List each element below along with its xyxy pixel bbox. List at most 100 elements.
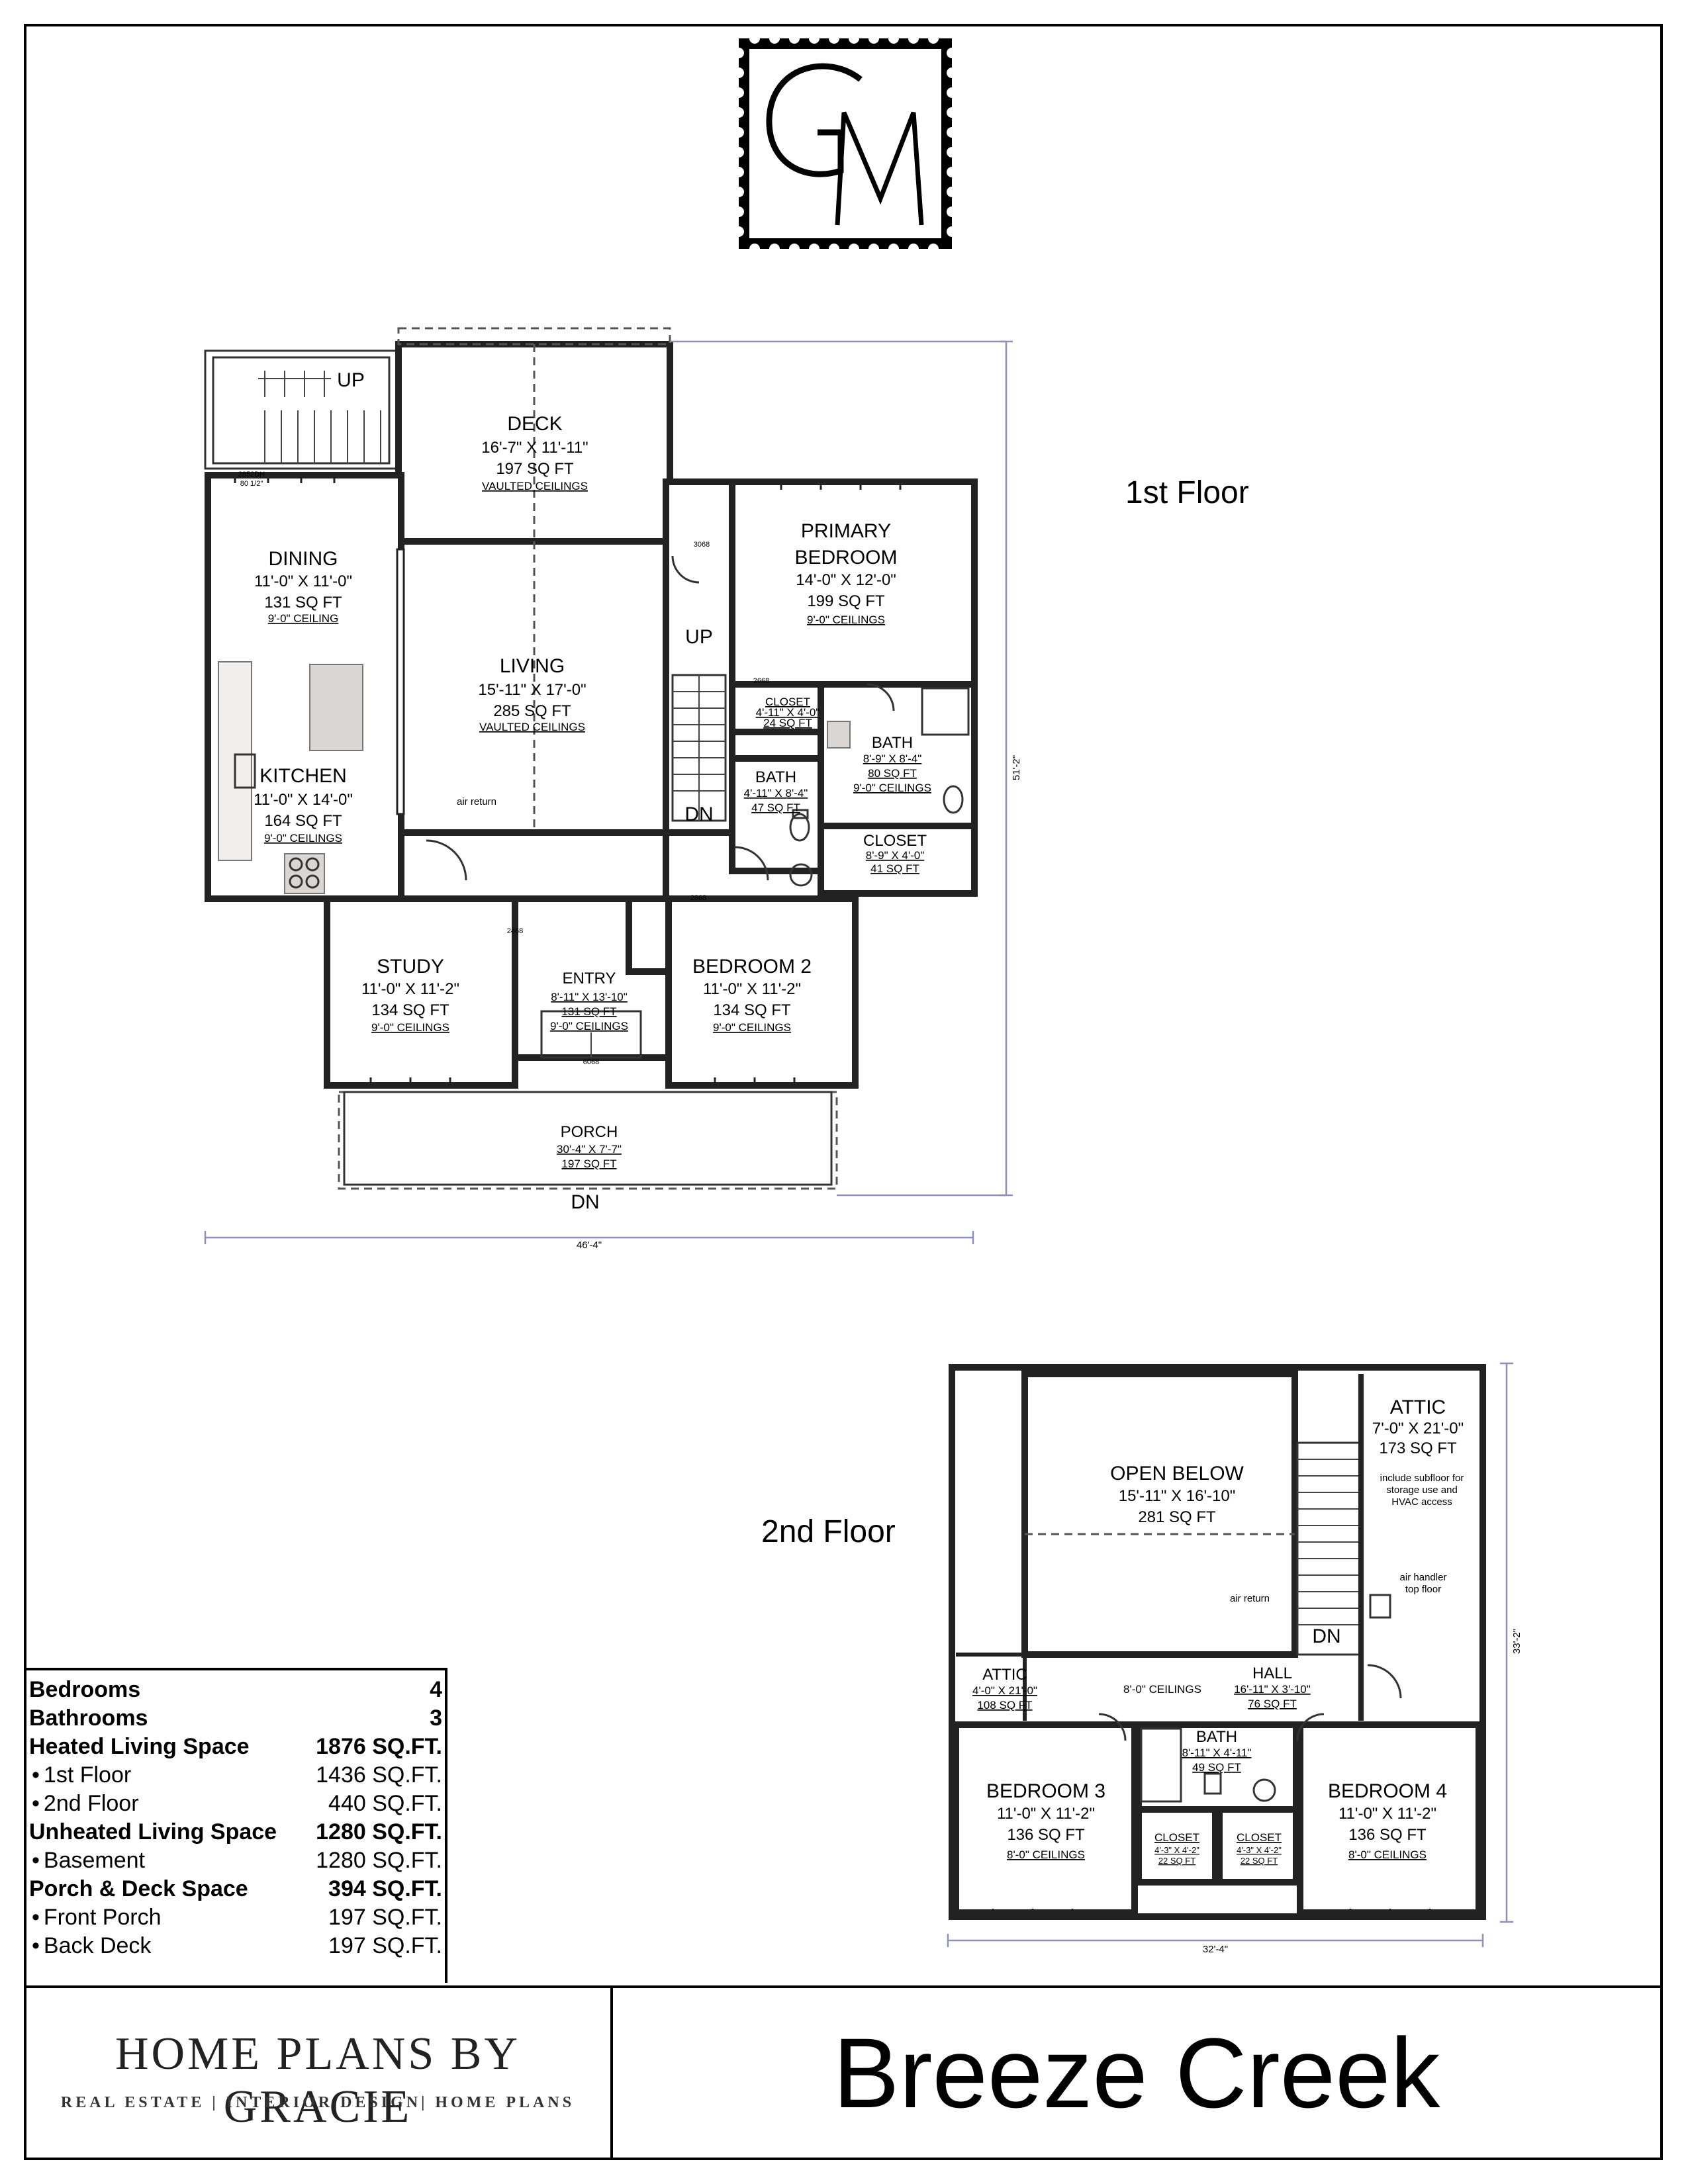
stats-value: 197 SQ.FT. [328, 1933, 442, 1958]
air-handler-line-2: top floor [1405, 1584, 1441, 1595]
stats-label: Unheated Living Space [29, 1819, 277, 1844]
room-dims-living: 15'-11" X 17'-0" [478, 681, 586, 699]
room-sqft-primary: 199 SQ FT [807, 592, 885, 610]
stats-row: Back Deck 197 SQ.FT. [29, 1932, 442, 1960]
room-name-bedroom-3: BEDROOM 3 [986, 1780, 1105, 1802]
room-sqft-bath-hall: 47 SQ FT [751, 801, 800, 814]
door-tag-3068: 3068 [694, 541, 710, 549]
room-name-dining: DINING [269, 548, 338, 570]
room-dims-dining: 11'-0" X 11'-0" [254, 572, 352, 590]
room-name-closet-4: CLOSET [1237, 1831, 1282, 1844]
stats-label: Heated Living Space [29, 1734, 250, 1759]
room-sqft-bedroom-2: 134 SQ FT [713, 1001, 791, 1019]
air-return-label-1: air return [457, 796, 496, 807]
floor-plan-drawing: 1st Floor 2nd Floor DECK 16'-7" X 11'-11… [204, 33, 1523, 1955]
room-sqft-porch: 197 SQ FT [561, 1158, 616, 1170]
room-dims-closet-2: 8'-9" X 4'-0" [866, 849, 925, 862]
stats-value: 394 SQ.FT. [328, 1876, 442, 1901]
room-sqft-bath-primary: 80 SQ FT [868, 767, 917, 780]
project-name: Breeze Creek [833, 2017, 1440, 2128]
room-name-bath-primary: BATH [872, 734, 913, 752]
room-name-bedroom-4: BEDROOM 4 [1328, 1780, 1447, 1802]
stats-label: Basement [29, 1846, 145, 1875]
room-sqft-attic-2: 108 SQ FT [977, 1699, 1032, 1711]
room-sqft-closet-3: 22 SQ FT [1158, 1856, 1196, 1866]
room-name-deck: DECK [507, 413, 562, 435]
room-sqft-study: 134 SQ FT [371, 1001, 449, 1019]
attic-note-line-3: HVAC access [1391, 1496, 1452, 1508]
room-name-hall: HALL [1252, 1664, 1292, 1682]
stats-label: Bathrooms [29, 1706, 148, 1731]
room-name-closet-1: CLOSET [765, 696, 810, 708]
stats-row: 1st Floor 1436 SQ.FT. [29, 1761, 442, 1790]
room-name-closet-2: CLOSET [863, 832, 927, 850]
room-ceiling-primary: 9'-0" CEILINGS [807, 614, 885, 626]
room-ceiling-bedroom-3: 8'-0" CEILINGS [1007, 1848, 1085, 1861]
hall-ceiling: 8'-0" CEILINGS [1123, 1683, 1201, 1696]
room-dims-bath-hall: 4'-11" X 8'-4" [744, 787, 808, 799]
room-name-porch: PORCH [561, 1123, 618, 1141]
second-floor-depth-dim: 33'-2" [1511, 1629, 1523, 1654]
room-sqft-bedroom-4: 136 SQ FT [1348, 1826, 1427, 1844]
room-ceiling-entry: 9'-0" CEILINGS [550, 1020, 628, 1032]
room-dims-closet-3: 4'-3" X 4'-2" [1154, 1845, 1199, 1855]
stats-label: Back Deck [29, 1932, 152, 1960]
stats-value: 1280 SQ.FT. [316, 1848, 442, 1873]
room-sqft-hall: 76 SQ FT [1248, 1698, 1297, 1710]
room-sqft-bath-2nd: 49 SQ FT [1192, 1761, 1241, 1774]
room-name-living: LIVING [500, 655, 565, 677]
room-name-entry: ENTRY [563, 970, 616, 987]
room-name-open-below: OPEN BELOW [1110, 1463, 1244, 1484]
stats-value: 4 [430, 1677, 442, 1702]
room-ceiling-living: VAULTED CEILINGS [479, 721, 585, 733]
room-dims-primary: 14'-0" X 12'-0" [796, 571, 896, 589]
room-dims-deck: 16'-7" X 11'-11" [481, 439, 588, 457]
room-dims-porch: 30'-4" X 7'-7" [557, 1143, 622, 1156]
door-tag-2668: 2668 [753, 677, 769, 685]
room-sqft-closet-2: 41 SQ FT [870, 862, 919, 875]
room-sqft-bedroom-3: 136 SQ FT [1007, 1826, 1085, 1844]
room-dims-closet-4: 4'-3" X 4'-2" [1237, 1845, 1282, 1855]
room-ceiling-study: 9'-0" CEILINGS [371, 1021, 449, 1034]
porch-stair-dn-label: DN [571, 1191, 599, 1213]
door-tag-2868: 2868 [690, 894, 706, 902]
room-ceiling-deck: VAULTED CEILINGS [482, 480, 588, 492]
room-sqft-deck: 197 SQ FT [496, 460, 574, 478]
room-name-attic-1: ATTIC [1390, 1396, 1446, 1418]
room-ceiling-bath-primary: 9'-0" CEILINGS [853, 782, 931, 794]
room-name-study: STUDY [377, 956, 444, 978]
hall-stair-dn-label: DN [684, 803, 713, 825]
door-tag-6068: 6068 [583, 1058, 599, 1066]
brand-tagline: REAL ESTATE | INTERIOR DESIGN| HOME PLAN… [60, 2094, 575, 2111]
stats-value: 1280 SQ.FT. [316, 1819, 442, 1844]
room-ceiling-bedroom-2: 9'-0" CEILINGS [713, 1021, 791, 1034]
stats-label: Porch & Deck Space [29, 1876, 248, 1901]
room-dims-bath-2nd: 8'-11" X 4'-11" [1182, 1747, 1252, 1759]
title-block: HOME PLANS BY GRACIE REAL ESTATE | INTER… [26, 1985, 1660, 2158]
room-name-attic-2: ATTIC [982, 1666, 1027, 1684]
stats-row: Heated Living Space 1876 SQ.FT. [29, 1733, 442, 1761]
stats-value: 1876 SQ.FT. [316, 1734, 442, 1759]
room-name-bath-hall: BATH [755, 768, 796, 786]
stats-label: 1st Floor [29, 1761, 131, 1790]
room-dims-closet-1: 4'-11" X 4'-0" [756, 706, 820, 719]
stats-row: Bedrooms 4 [29, 1676, 442, 1704]
stats-value: 1436 SQ.FT. [316, 1762, 442, 1788]
stats-value: 440 SQ.FT. [328, 1791, 442, 1816]
room-name-kitchen: KITCHEN [259, 765, 347, 787]
room-name-primary-2: BEDROOM [794, 547, 897, 569]
deck-stair-up-label: UP [337, 369, 365, 391]
window-tag: 2852DH [238, 471, 265, 478]
stats-label: Bedrooms [29, 1677, 141, 1702]
room-dims-entry: 8'-11" X 13'-10" [551, 991, 628, 1003]
room-name-closet-3: CLOSET [1154, 1831, 1199, 1844]
room-name-primary: PRIMARY [801, 520, 891, 542]
first-floor-label: 1st Floor [1125, 475, 1249, 510]
room-sqft-dining: 131 SQ FT [264, 594, 342, 612]
air-handler-line-1: air handler [1400, 1572, 1447, 1583]
room-sqft-closet-1: 24 SQ FT [763, 717, 812, 729]
gm-logo [733, 33, 957, 254]
window-size-tag: 80 1/2" [240, 480, 263, 488]
